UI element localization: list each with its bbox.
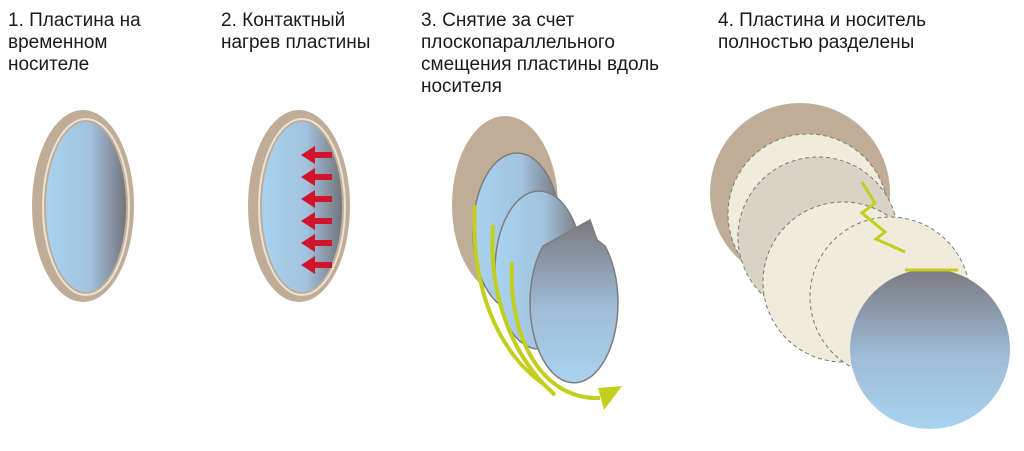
step-4-assembly <box>710 103 1010 429</box>
heat-arrows <box>301 146 332 274</box>
step-2-caption: 2. Контактный нагрев пластины <box>221 10 371 53</box>
left-arrow-icon <box>301 146 332 164</box>
carrier-rim <box>42 118 130 296</box>
wafer <box>850 269 1010 429</box>
step-1-assembly <box>32 110 134 302</box>
wafer <box>262 122 342 292</box>
left-arrow-icon <box>301 212 332 230</box>
curved-arrow-icon <box>472 204 622 410</box>
step-4-caption: 4. Пластина и носитель полностью разделе… <box>718 10 927 53</box>
step-2-assembly <box>248 110 350 302</box>
step-1-caption: 1. Пластина на временном носителе <box>8 10 141 75</box>
step-3-caption: 3. Снятие за счет плоскопараллельного см… <box>421 10 660 97</box>
cut-line-icon <box>859 181 958 272</box>
wafer-position-3 <box>529 218 619 384</box>
wafer <box>46 122 126 292</box>
left-arrow-icon <box>301 168 332 186</box>
step-3-assembly <box>452 116 622 410</box>
left-arrow-icon <box>301 256 332 274</box>
left-arrow-icon <box>301 190 332 208</box>
carrier-rim <box>258 118 346 296</box>
left-arrow-icon <box>301 234 332 252</box>
